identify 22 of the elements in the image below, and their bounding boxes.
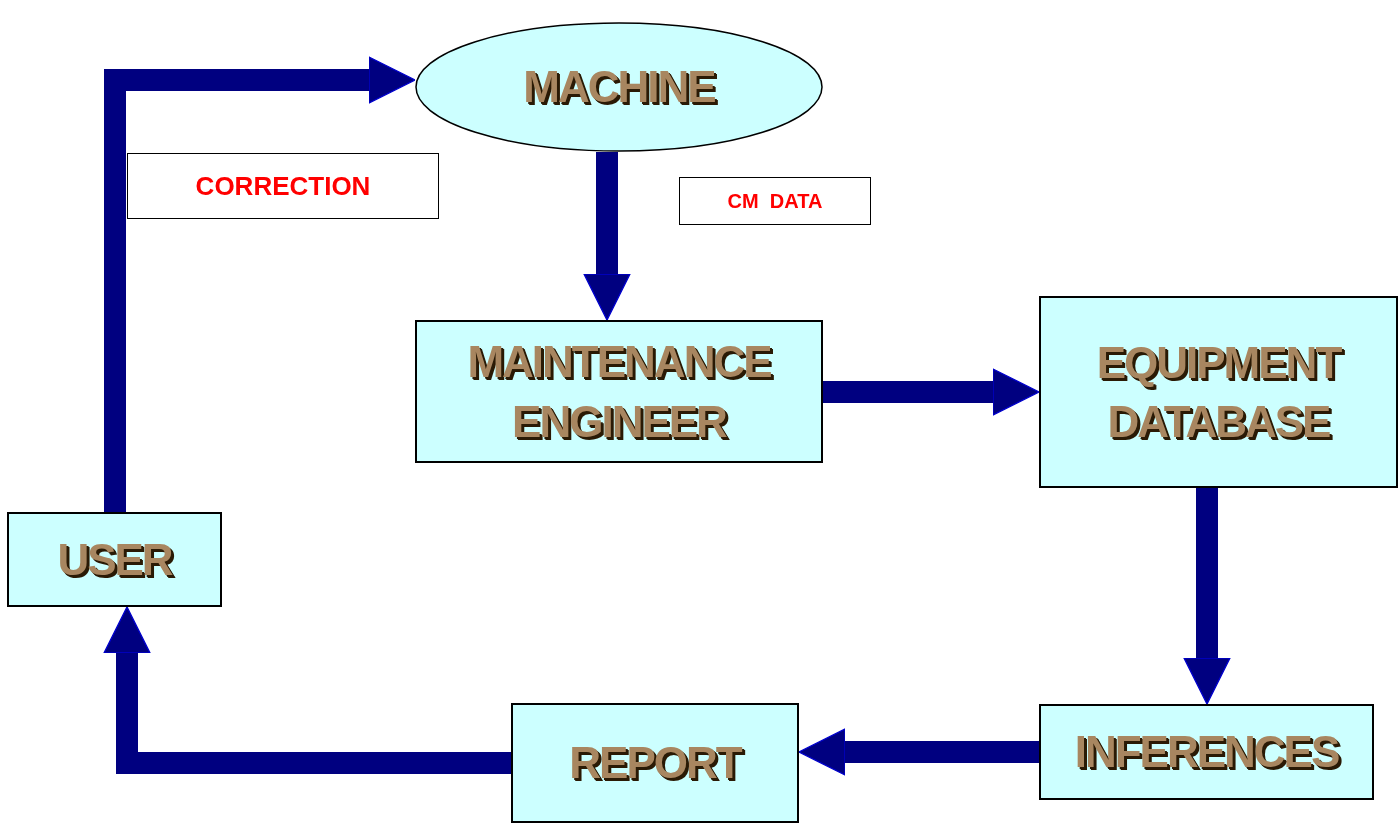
- node-label: CM DATA: [727, 189, 823, 213]
- label-box: [679, 177, 871, 225]
- arrow: [1183, 488, 1231, 705]
- arrow: [103, 606, 511, 774]
- arrow: [583, 152, 631, 321]
- node-label: REPORT: [569, 737, 741, 790]
- node-label: MAINTENANCE ENGINEER: [466, 336, 772, 448]
- node-label: MACHINE: [523, 61, 715, 114]
- label-box: [127, 153, 439, 219]
- node-label: INFERENCES: [1074, 726, 1339, 779]
- node-label: USER: [57, 533, 172, 586]
- process-box: [511, 703, 799, 823]
- arrow: [104, 56, 416, 512]
- process-box: [415, 320, 823, 463]
- process-box: [1039, 704, 1374, 800]
- process-ellipse: [415, 22, 823, 152]
- process-box: [1039, 296, 1398, 488]
- arrow: [798, 728, 1039, 776]
- arrow: [823, 368, 1040, 416]
- node-label: CORRECTION: [195, 170, 371, 202]
- process-box: [7, 512, 222, 607]
- node-label: EQUIPMENT DATABASE: [1095, 336, 1342, 448]
